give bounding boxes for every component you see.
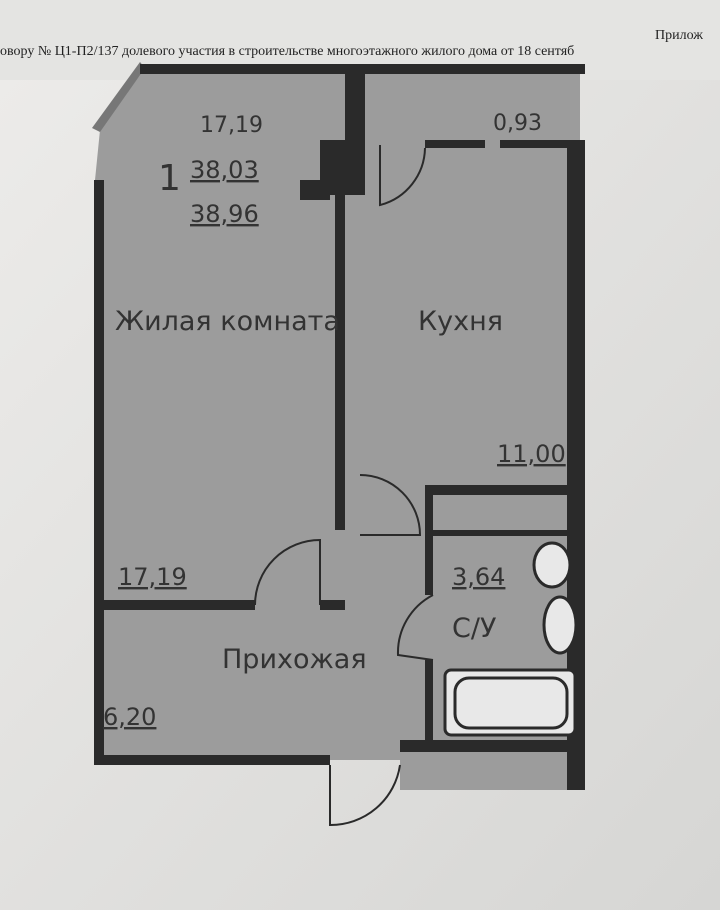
rooms-count: 1 xyxy=(158,158,181,199)
kitchen-label: Кухня xyxy=(418,306,503,337)
summary-area-1: 17,19 xyxy=(200,113,263,138)
summary-area-2: 38,03 xyxy=(190,156,259,184)
doors xyxy=(254,145,434,827)
kitchen-area: 11,00 xyxy=(497,440,566,468)
storage-area: 0,93 xyxy=(493,111,542,136)
bathroom-fixtures xyxy=(443,541,578,737)
toilet xyxy=(532,541,572,589)
bay-window xyxy=(92,62,145,132)
sink xyxy=(542,595,578,655)
hallway-area: 6,20 xyxy=(103,703,156,731)
appendix-label: Прилож xyxy=(655,28,703,43)
summary-area-3: 38,96 xyxy=(190,200,259,228)
contract-title: овору № Ц1-П2/137 долевого участия в стр… xyxy=(0,44,575,59)
bathroom-area-value: 3,64 xyxy=(452,563,505,591)
walls xyxy=(94,64,585,790)
living-room-label: Жилая комната xyxy=(115,306,340,337)
hallway-label: Прихожая xyxy=(222,644,367,675)
bathroom-label: С/У xyxy=(452,613,496,644)
living-room-area: 17,19 xyxy=(118,563,187,591)
bathtub xyxy=(443,668,577,737)
